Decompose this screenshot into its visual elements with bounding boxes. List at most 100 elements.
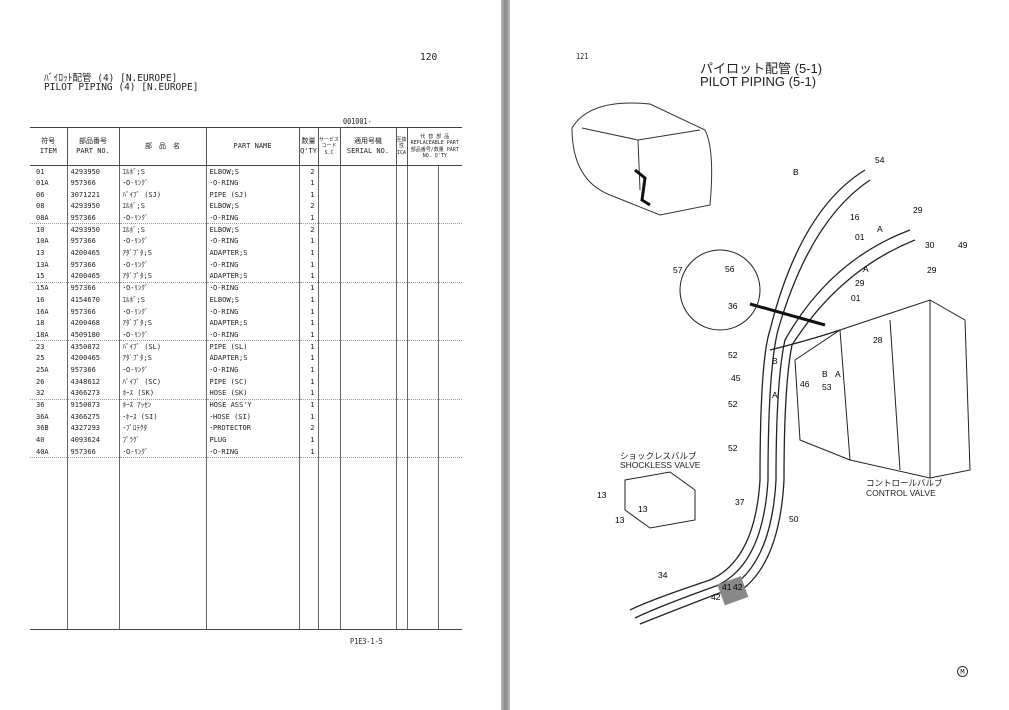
cell-empty — [406, 457, 438, 631]
cell-empty — [317, 457, 340, 631]
cell-empty — [317, 317, 340, 330]
cell-qty: 1 — [298, 259, 318, 271]
detail-circle — [679, 249, 761, 331]
cell-part-name: HOSE (SK) — [205, 387, 299, 400]
cell-empty — [339, 364, 396, 376]
control-valve — [794, 299, 971, 479]
cell-empty — [406, 294, 438, 306]
cell-empty — [317, 259, 340, 271]
cell-item: 32 — [30, 387, 67, 400]
cell-empty — [437, 247, 462, 259]
cell-part-no: 957366 — [66, 446, 119, 459]
cell-empty — [437, 352, 462, 365]
callout-label: 49 — [958, 240, 968, 250]
cell-qty: 1 — [298, 364, 318, 376]
cell-empty — [317, 410, 340, 423]
cell-part-name: ELBOW;S — [205, 200, 299, 213]
cell-part-no: 957366 — [66, 259, 119, 271]
callout-label: 52 — [728, 350, 738, 360]
cell-part-no: 4366273 — [66, 387, 119, 400]
cell-part-name: PIPE (SJ) — [205, 188, 299, 201]
cell-name-jp: ｴﾙﾎﾞ;S — [118, 165, 206, 178]
cell-part-name: HOSE ASS'Y — [205, 399, 299, 411]
cell-empty — [339, 212, 396, 225]
cell-name-jp: ･O-ﾘﾝｸﾞ — [118, 364, 206, 376]
cell-qty: 2 — [298, 223, 318, 236]
cell-empty — [317, 305, 340, 318]
title-en: PILOT PIPING (4) [N.EUROPE] — [44, 82, 199, 93]
cell-name-jp: ･O-ﾘﾝｸﾞ — [118, 235, 206, 248]
cell-empty — [395, 294, 407, 306]
cell-empty — [406, 165, 438, 178]
cell-name-jp: ｱﾀﾞﾌﾟﾀ;S — [118, 352, 206, 365]
cell-empty — [437, 422, 462, 435]
cell-item: 25A — [36, 366, 49, 375]
cell-empty — [317, 446, 340, 459]
cell-name-jp: ･O-ﾘﾝｸﾞ — [118, 259, 206, 271]
cell-empty — [395, 235, 407, 248]
cell-empty — [205, 457, 299, 631]
cell-empty — [317, 247, 340, 259]
cell-qty: 2 — [298, 200, 318, 213]
cell-name-jp: ﾌﾟﾗｸﾞ — [118, 434, 206, 446]
cell-empty — [395, 399, 407, 411]
cell-part-no: 957366 — [66, 235, 119, 248]
cell-part-no: 4350072 — [66, 340, 119, 353]
cell-empty — [437, 165, 462, 178]
cell-part-no: 4366275 — [66, 410, 119, 423]
cell-empty — [395, 270, 407, 283]
cell-empty — [317, 352, 340, 365]
cell-empty — [437, 340, 462, 353]
cell-empty — [437, 177, 462, 189]
cell-item: 18A — [30, 329, 67, 342]
cell-empty — [395, 259, 407, 271]
cell-empty — [395, 177, 407, 189]
cell-qty: 1 — [298, 305, 318, 318]
cell-part-no: 4293950 — [66, 165, 119, 178]
cell-part-name: PLUG — [205, 434, 299, 446]
cell-empty — [406, 188, 438, 201]
cell-part-name: ADAPTER;S — [205, 270, 299, 283]
cell-qty: 1 — [298, 235, 318, 248]
protector — [717, 576, 749, 606]
cell-empty — [395, 200, 407, 213]
cell-empty — [406, 247, 438, 259]
cell-empty — [437, 235, 462, 248]
title-en: PILOT PIPING (5-1) — [700, 74, 817, 89]
cell-empty — [406, 387, 438, 400]
cell-empty — [395, 212, 407, 225]
cell-part-no: 957366 — [66, 364, 119, 376]
cell-empty — [30, 457, 67, 631]
cell-empty — [339, 235, 396, 248]
cell-empty — [395, 165, 407, 178]
cell-name-jp: ｱﾀﾞﾌﾟﾀ;S — [118, 270, 206, 283]
cell-item: 18 — [36, 319, 45, 328]
callout-label: 30 — [925, 240, 935, 250]
cell-empty — [339, 410, 396, 423]
cell-empty — [437, 188, 462, 201]
cell-name-jp: ･O-ﾘﾝｸﾞ — [118, 212, 206, 225]
callout-label: 56 — [725, 264, 735, 274]
cell-name-jp: ･O-ﾘﾝｸﾞ — [118, 177, 206, 189]
cell-empty — [395, 282, 407, 295]
col-part-name: PART NAME — [205, 127, 299, 166]
cell-part-name: ･O-RING — [205, 364, 299, 376]
cell-empty — [317, 387, 340, 400]
cell-empty — [395, 434, 407, 446]
cell-part-no: 4509180 — [66, 329, 119, 342]
cell-empty — [437, 434, 462, 446]
cell-empty — [339, 223, 396, 236]
control-valve-label-en: CONTROL VALVE — [866, 488, 936, 498]
